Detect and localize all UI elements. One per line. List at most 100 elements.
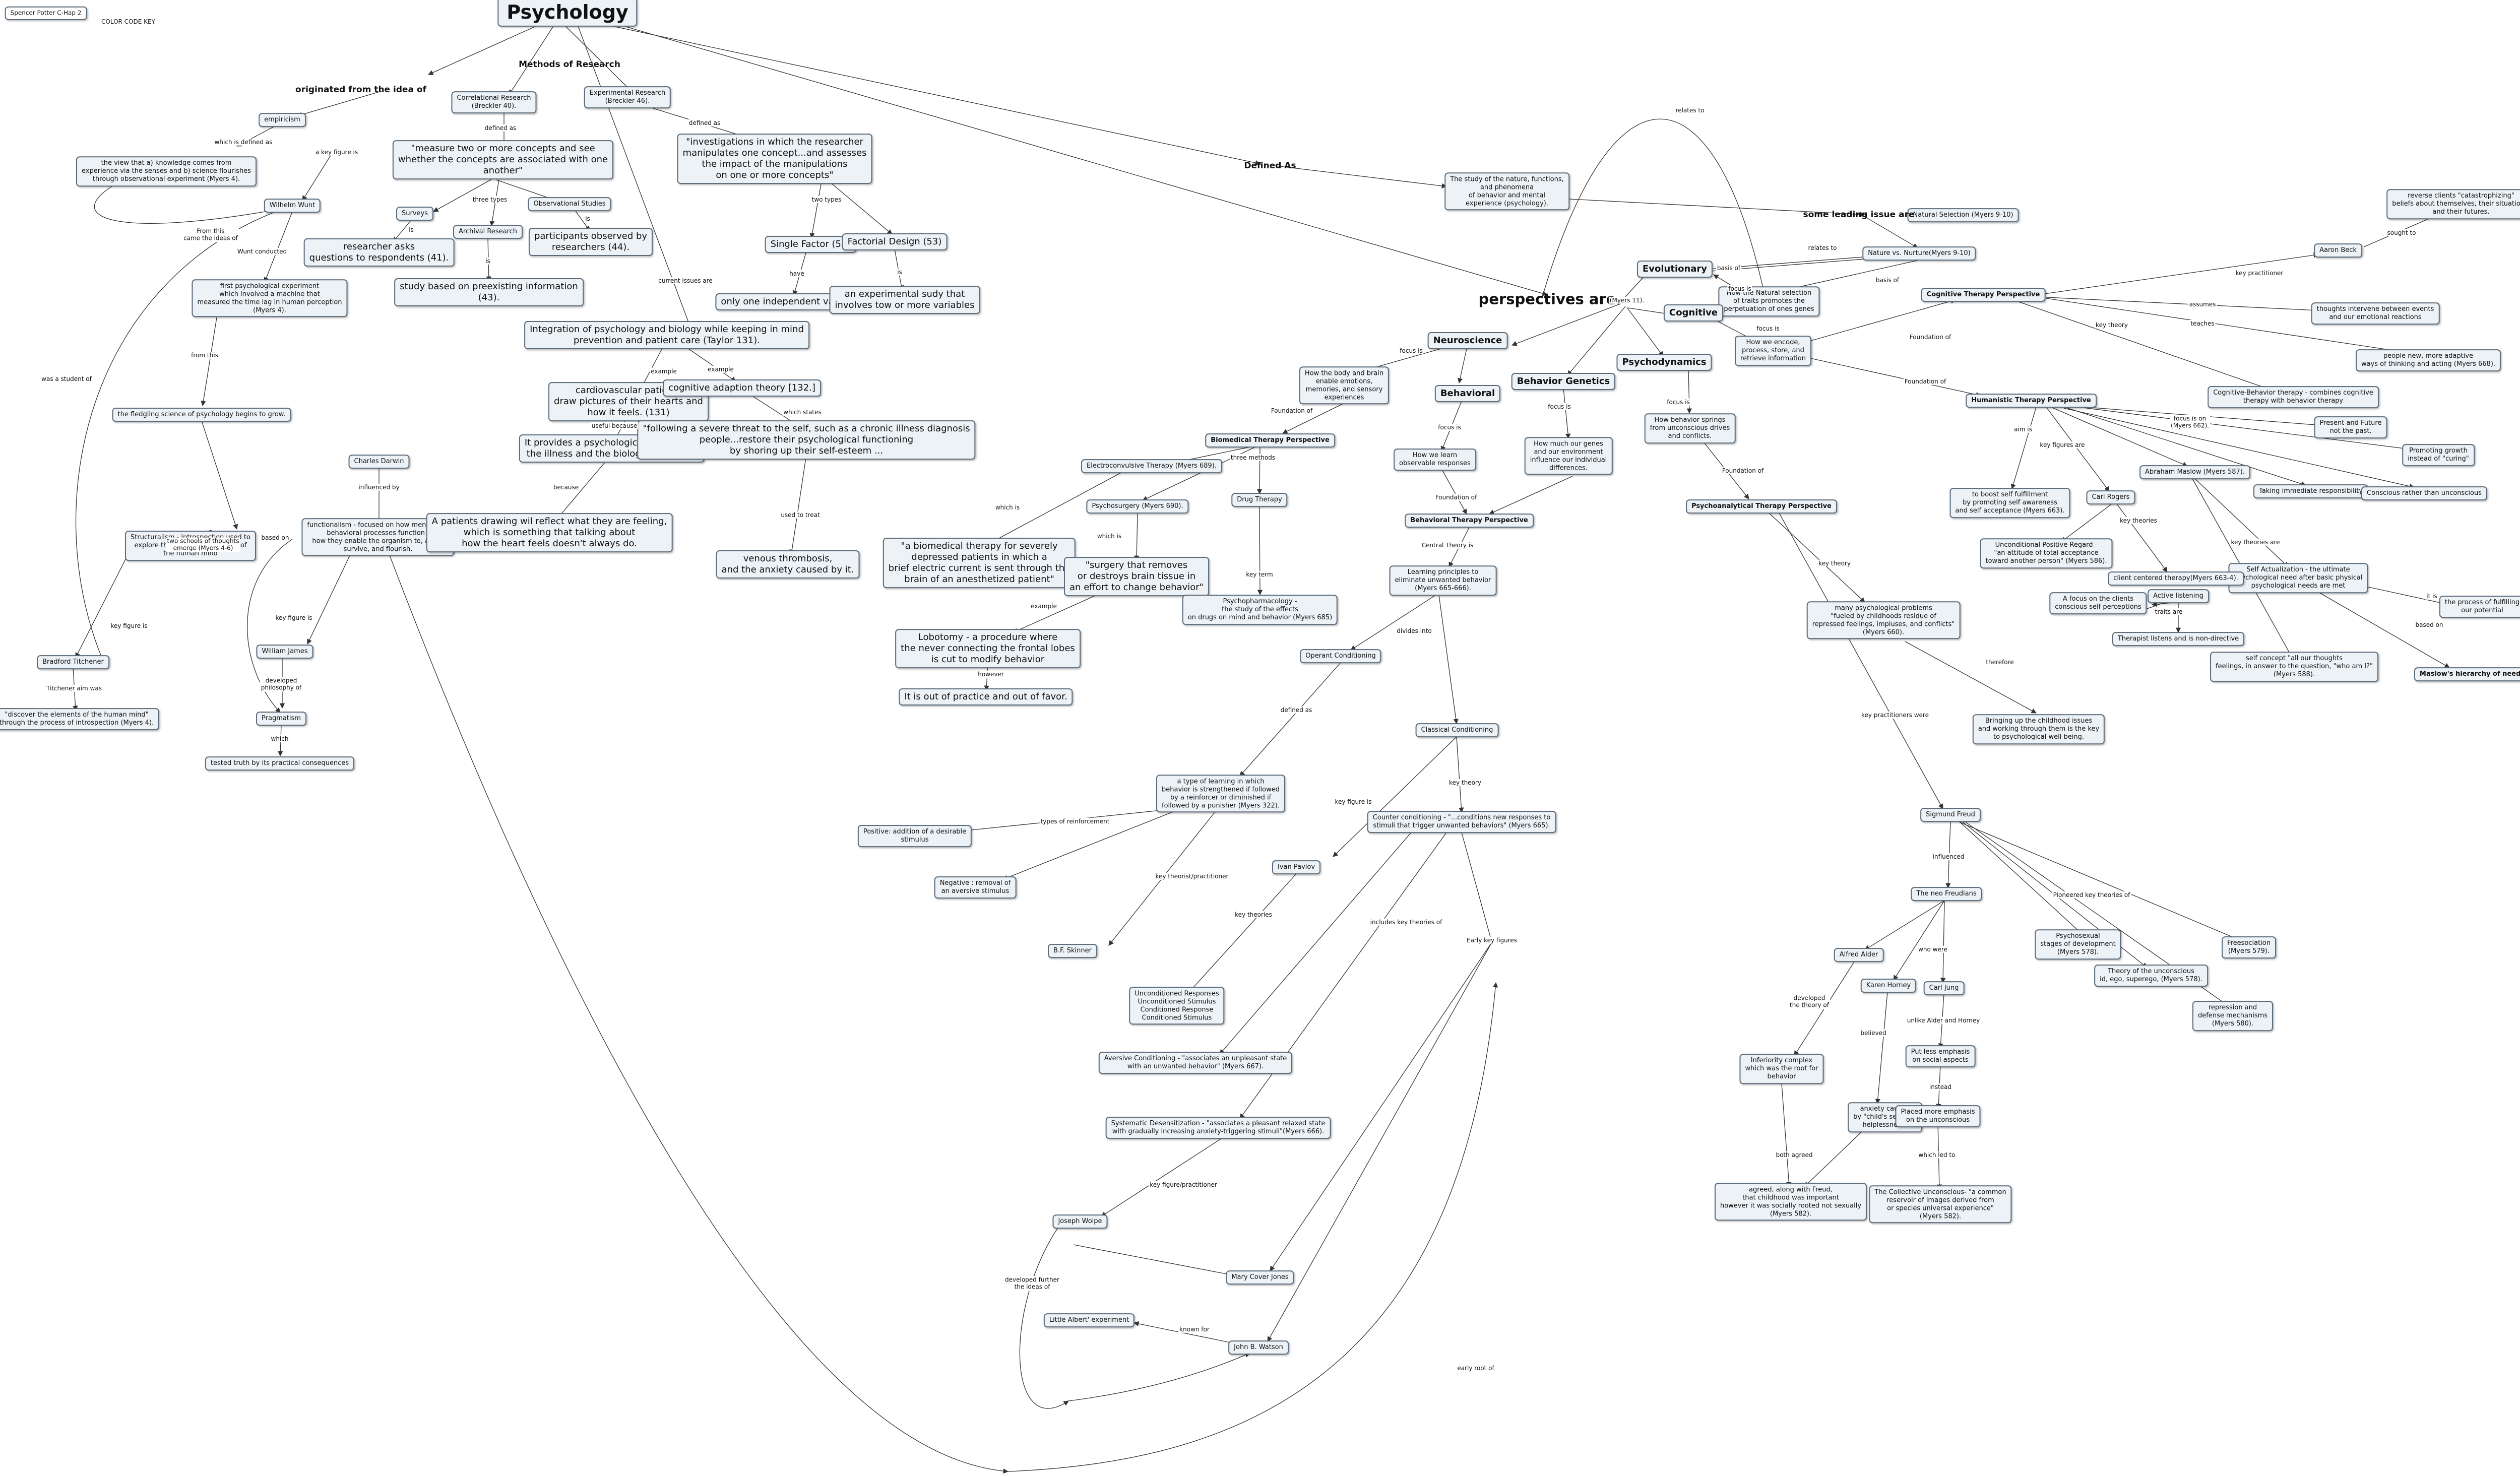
concept-node-present_future[interactable]: Present and Future not the past.: [2314, 416, 2387, 438]
concept-node-wundt[interactable]: Wilhelm Wunt: [264, 199, 321, 213]
concept-node-ucr[interactable]: Unconditioned Responses Unconditioned St…: [1129, 987, 1225, 1025]
concept-node-conscious[interactable]: Conscious rather than unconscious: [2361, 486, 2488, 500]
concept-node-correlational[interactable]: Correlational Research (Breckler 40).: [451, 91, 537, 113]
concept-node-drawing[interactable]: A patients drawing wil reflect what they…: [426, 513, 673, 552]
concept-node-venous[interactable]: venous thrombosis, and the anxiety cause…: [716, 550, 860, 579]
concept-node-aversive[interactable]: Aversive Conditioning - "associates an u…: [1098, 1052, 1293, 1074]
concept-node-neo_freudians[interactable]: The neo Freudians: [1911, 887, 1982, 901]
concept-node-how_learn[interactable]: How we learn observable responses: [1394, 448, 1476, 471]
concept-node-evolutionary[interactable]: Evolutionary: [1636, 261, 1713, 278]
concept-node-psychotherapy[interactable]: Psychopharmacology - the study of the ef…: [1182, 595, 1338, 625]
concept-node-thoughts_intervene[interactable]: thoughts intervene between events and ou…: [2311, 302, 2440, 325]
concept-node-james[interactable]: William James: [256, 645, 313, 659]
concept-node-biomedical[interactable]: Biomedical Therapy Perspective: [1205, 433, 1335, 447]
concept-node-cognitive[interactable]: Cognitive: [1663, 304, 1724, 322]
concept-node-reverse[interactable]: reverse clients "catastrophizing" belief…: [2386, 189, 2520, 219]
concept-node-self_actualization[interactable]: Self Actualization - the ultimate psycho…: [2228, 563, 2368, 593]
concept-node-measure[interactable]: "measure two or more concepts and see wh…: [392, 140, 614, 179]
concept-node-out_of_favor[interactable]: It is out of practice and out of favor.: [899, 688, 1073, 705]
concept-node-nature_nurture[interactable]: Nature vs. Nurture(Myers 9-10): [1862, 246, 1976, 261]
concept-node-behavioral_therapy[interactable]: Behavioral Therapy Perspective: [1405, 514, 1534, 528]
concept-node-classical[interactable]: Classical Conditioning: [1415, 723, 1499, 737]
concept-node-watson[interactable]: John B. Watson: [1228, 1340, 1289, 1355]
concept-node-study_nature[interactable]: The study of the nature, functions, and …: [1444, 172, 1569, 211]
concept-node-how_springs[interactable]: How behavior springs from unconscious dr…: [1644, 413, 1736, 443]
concept-node-surgery[interactable]: "surgery that removes or destroys brain …: [1064, 557, 1209, 596]
concept-node-cbt[interactable]: Cognitive-Behavior therapy - combines co…: [2208, 386, 2379, 408]
concept-node-tested[interactable]: tested truth by its practical consequenc…: [205, 756, 355, 771]
concept-node-psychoanalytical[interactable]: Psychoanalytical Therapy Perspective: [1686, 499, 1837, 514]
concept-node-body_brain[interactable]: How the body and brain enable emotions, …: [1299, 366, 1390, 405]
concept-node-active_listening[interactable]: Active listening: [2148, 589, 2209, 603]
concept-node-psychodynamics[interactable]: Psychodynamics: [1616, 354, 1712, 371]
concept-node-archival[interactable]: Archival Research: [453, 225, 523, 239]
concept-node-integration[interactable]: Integration of psychology and biology wh…: [524, 321, 809, 349]
concept-node-discover[interactable]: "discover the elements of the human mind…: [0, 708, 160, 730]
concept-node-little_albert[interactable]: Little Albert' experiment: [1043, 1313, 1135, 1327]
concept-node-taking_resp[interactable]: Taking immediate responsibility: [2253, 484, 2369, 498]
concept-node-repression_stage[interactable]: Freesociation (Myers 579).: [2222, 936, 2276, 958]
concept-node-titchener[interactable]: Bradford Titchener: [37, 655, 109, 669]
concept-node-investigations[interactable]: "investigations in which the researcher …: [677, 134, 872, 184]
concept-node-neuroscience[interactable]: Neuroscience: [1427, 332, 1508, 349]
concept-node-positive[interactable]: Positive: addition of a desirable stimul…: [857, 825, 972, 847]
concept-node-client_centered[interactable]: client centered therapy(Myers 663-4).: [2108, 571, 2244, 586]
concept-node-alfred_adler[interactable]: Alfred Alder: [1834, 948, 1884, 962]
concept-node-psych[interactable]: Psychology: [497, 0, 638, 27]
concept-node-systematic[interactable]: Systematic Desensitization - "associates…: [1105, 1117, 1331, 1139]
concept-node-self_concept[interactable]: self concept "all our thoughts feelings,…: [2210, 652, 2378, 682]
concept-node-observational[interactable]: Observational Studies: [528, 197, 611, 211]
concept-node-following[interactable]: "following a severe threat to the self, …: [637, 420, 976, 460]
concept-node-cog_adapt[interactable]: cognitive adaption theory [132.]: [663, 379, 821, 397]
concept-node-humanistic[interactable]: Humanistic Therapy Perspective: [1966, 394, 2097, 408]
concept-node-maslow[interactable]: Abraham Maslow (Myers 587).: [2139, 465, 2250, 479]
concept-node-learning_principles[interactable]: Learning principles to eliminate unwante…: [1389, 565, 1497, 596]
concept-node-rogers[interactable]: Carl Rogers: [2086, 490, 2135, 504]
concept-node-psychosurgery[interactable]: Psychosurgery (Myers 690).: [1086, 499, 1189, 514]
concept-node-psychosexual[interactable]: Psychosexual stages of development (Myer…: [2035, 929, 2121, 959]
concept-node-nat_selection[interactable]: Natural Selection (Myers 9-10): [1907, 208, 2019, 222]
concept-node-factorial[interactable]: Factorial Design (53): [842, 233, 948, 250]
concept-node-karen_horney[interactable]: Karen Horney: [1860, 979, 1917, 993]
concept-node-carl_jung[interactable]: Carl Jung: [1923, 981, 1965, 995]
concept-node-bringing[interactable]: Bringing up the childhood issues and wor…: [1972, 714, 2105, 744]
concept-node-aaron_beck[interactable]: Aaron Beck: [2314, 243, 2362, 258]
concept-node-behavior_genetics[interactable]: Behavior Genetics: [1511, 373, 1616, 390]
concept-node-two_or_more[interactable]: an experimental sudy that involves tow o…: [829, 286, 980, 314]
concept-node-drug[interactable]: Drug Therapy: [1231, 493, 1288, 507]
concept-node-participants[interactable]: participants observed by researchers (44…: [528, 228, 653, 256]
concept-node-how_encode[interactable]: How we encode, process, store, and retri…: [1735, 336, 1811, 366]
concept-node-freud[interactable]: Sigmund Freud: [1920, 808, 1981, 822]
concept-node-unconditional[interactable]: Unconditional Positive Regard - "an atti…: [1980, 538, 2113, 568]
concept-node-how_genes[interactable]: How much our genes and our environment i…: [1524, 437, 1613, 475]
concept-node-inferiority[interactable]: Inferiority complex which was the root f…: [1739, 1054, 1824, 1084]
concept-node-preexisting[interactable]: study based on preexisting information (…: [394, 278, 584, 306]
concept-node-pavlov[interactable]: Ivan Pavlov: [1272, 860, 1321, 874]
concept-node-promoting[interactable]: Promoting growth instead of "curing": [2402, 444, 2475, 466]
concept-node-counter[interactable]: Counter conditioning - "...conditions ne…: [1367, 811, 1556, 833]
concept-node-surveys[interactable]: Surveys: [396, 207, 433, 221]
concept-node-negative[interactable]: Negative : removal of an aversive stimul…: [934, 876, 1017, 899]
concept-node-behavioral[interactable]: Behavioral: [1434, 385, 1501, 402]
concept-node-agreed[interactable]: agreed, along with Freud, that childhood…: [1714, 1183, 1867, 1221]
concept-node-researcher_asks[interactable]: researcher asks questions to respondents…: [303, 238, 455, 267]
concept-node-biomed_severely[interactable]: "a biomedical therapy for severely depre…: [883, 538, 1076, 588]
concept-node-many_psych[interactable]: many psychological problems "fueled by c…: [1806, 601, 1961, 639]
concept-node-maslow_hierarchy[interactable]: Maslow's hierarchy of needs: [2414, 667, 2520, 681]
concept-node-skinner[interactable]: B.F. Skinner: [1048, 944, 1097, 958]
concept-node-type_learning[interactable]: a type of learning in which behavior is …: [1156, 775, 1285, 813]
concept-node-operant[interactable]: Operant Conditioning: [1300, 649, 1381, 663]
concept-node-ect[interactable]: Electroconvulsive Therapy (Myers 689).: [1081, 459, 1222, 473]
concept-node-first_exp[interactable]: first psychological experiment which inv…: [192, 279, 348, 317]
concept-node-wolpe[interactable]: Joseph Wolpe: [1052, 1214, 1108, 1229]
concept-node-fledgling[interactable]: the fledgling science of psychology begi…: [112, 408, 291, 422]
concept-node-darwin[interactable]: Charles Darwin: [348, 455, 410, 469]
concept-node-focus_clients[interactable]: A focus on the clients conscious self pe…: [2049, 592, 2147, 614]
concept-node-anxiety_caused[interactable]: anxiety caused by "child's sense of help…: [1848, 1102, 1922, 1132]
concept-node-theory_unconscious[interactable]: Theory of the unconscious id, ego, super…: [2094, 965, 2208, 987]
concept-node-boost[interactable]: to boost self fulfillment by promoting s…: [1949, 488, 2070, 518]
concept-node-people_new[interactable]: people new, more adaptive ways of thinki…: [2355, 349, 2501, 371]
concept-node-mary_cover[interactable]: Mary Cover Jones: [1226, 1270, 1294, 1285]
concept-node-view_knowledge[interactable]: the view that a) knowledge comes from ex…: [76, 156, 257, 186]
concept-node-process_fulfilling[interactable]: the process of fulfilling our potential: [2439, 596, 2520, 618]
